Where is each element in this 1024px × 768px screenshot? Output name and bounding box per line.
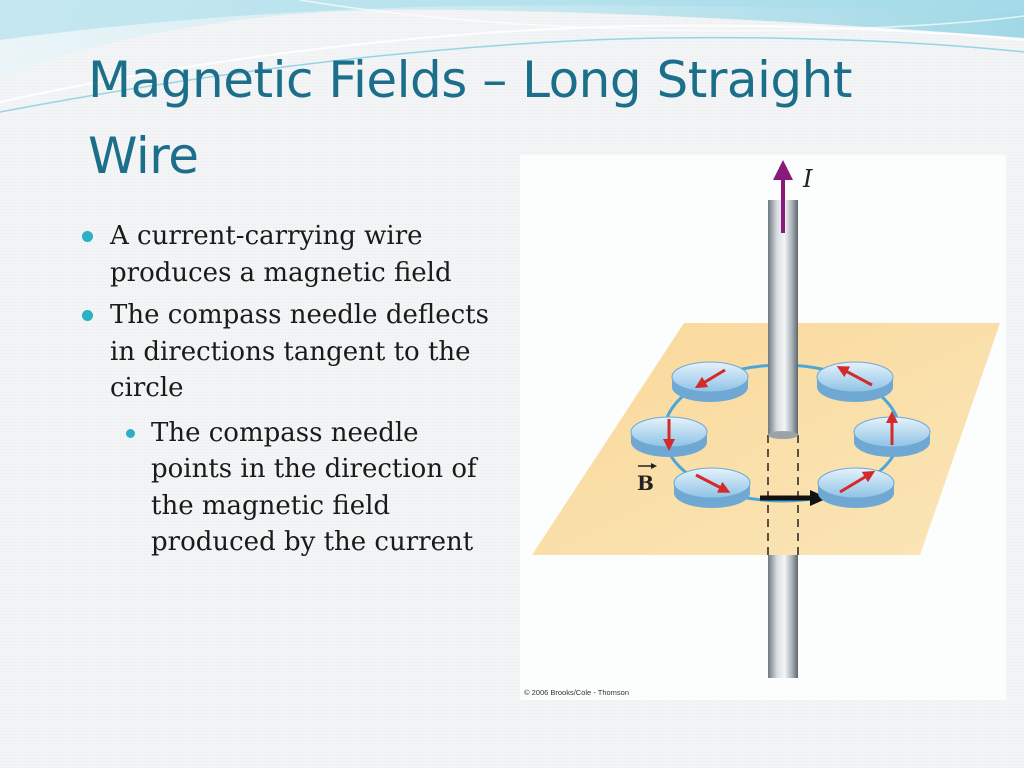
- figure-credit: © 2006 Brooks/Cole - Thomson: [524, 688, 630, 697]
- compass-bottom-left: [673, 467, 751, 508]
- bullet-text: A current-carrying wire produces a magne…: [110, 221, 452, 288]
- sub-bullet-item: The compass needle points in the directi…: [110, 415, 500, 561]
- bullet-dot-icon: [82, 231, 93, 242]
- bullet-text: The compass needle deflects in direction…: [110, 300, 489, 403]
- compass-mid-left: [630, 416, 708, 457]
- header-wave-decoration: [0, 0, 1024, 113]
- wire-magnetic-field-diagram: I B: [520, 155, 1006, 700]
- sub-bullet-text: The compass needle points in the directi…: [151, 417, 477, 558]
- slide-title: Magnetic Fields – Long Straight Wire: [88, 51, 852, 185]
- bullet-dot-icon: [82, 310, 93, 321]
- field-label: B: [637, 471, 654, 495]
- field-arrow-head: [810, 490, 828, 506]
- sub-bullet-dot-icon: [126, 428, 135, 438]
- wire-cut-end: [768, 431, 798, 439]
- diagram-svg: I B: [532, 160, 1000, 678]
- compass-top-left: [671, 361, 749, 402]
- bullet-item: A current-carrying wire produces a magne…: [80, 218, 500, 291]
- compass-mid-right: [853, 411, 931, 457]
- wire-upper: [768, 200, 798, 435]
- bullet-list: A current-carrying wire produces a magne…: [80, 218, 500, 567]
- bullet-item: The compass needle deflects in direction…: [80, 297, 500, 561]
- current-label: I: [802, 165, 813, 193]
- compass-top-right: [816, 361, 894, 402]
- compass-bottom-right: [817, 467, 895, 508]
- sub-bullet-list: The compass needle points in the directi…: [110, 415, 500, 561]
- wire-lower: [768, 550, 798, 678]
- vector-bar-head: [651, 463, 657, 469]
